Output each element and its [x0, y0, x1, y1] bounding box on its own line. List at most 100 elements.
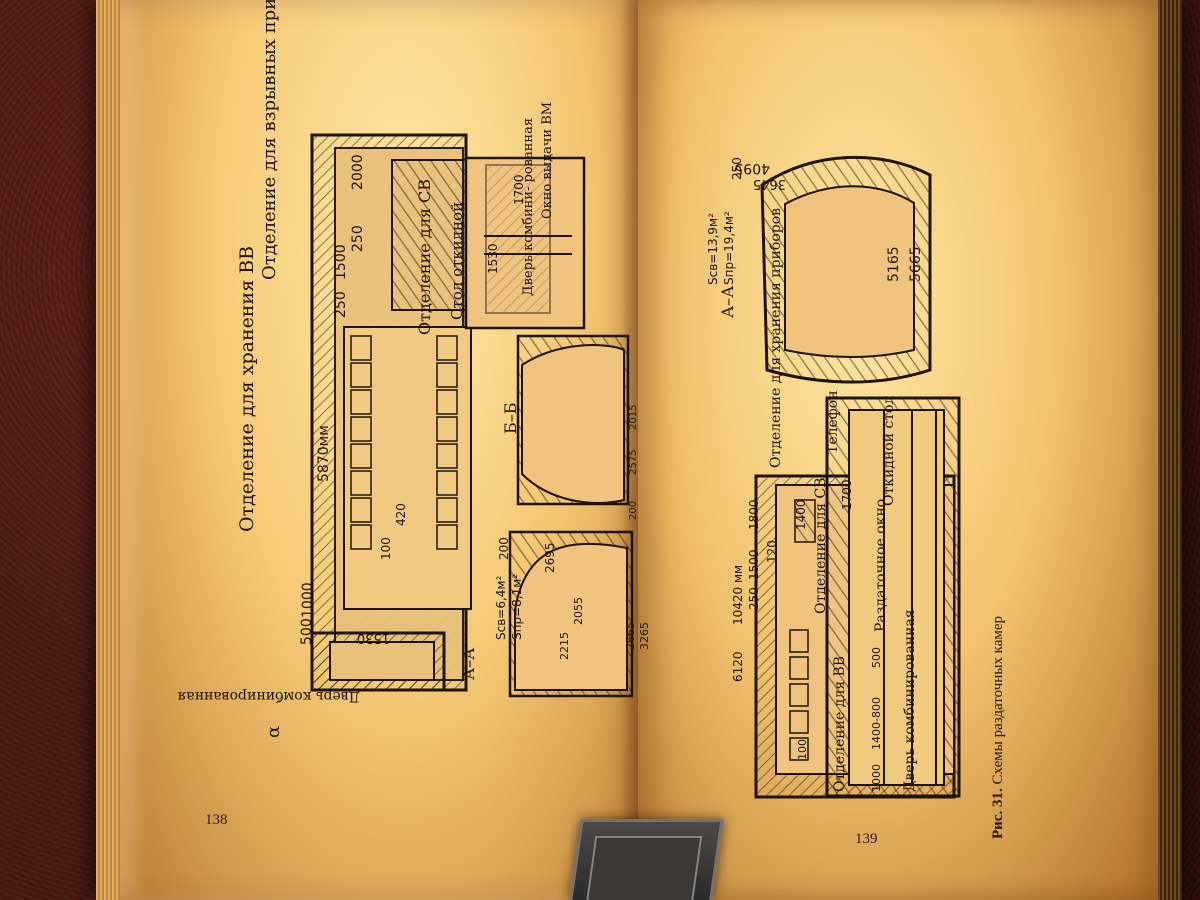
left-plan-drawing	[310, 133, 634, 698]
right-dimension: 1000	[870, 764, 883, 792]
right-dim-5165-group: 5165	[886, 246, 902, 282]
left-combined-door-lower: Дверь комбинированная	[177, 688, 360, 704]
left-dimension: 3265	[638, 622, 651, 650]
dark-stand-object	[569, 819, 724, 900]
left-dim-3265-group: 3265	[638, 622, 651, 650]
left-dimension: 1530	[486, 243, 500, 274]
left-marker-a: α	[263, 726, 284, 738]
right-plan-drawing	[754, 155, 961, 799]
left-dim-2665-group: 2665	[624, 622, 637, 650]
right-dimension: 3645	[753, 176, 786, 191]
right-device-store-group: Отделение для хранения приборов	[768, 208, 784, 468]
left-dimension: 2000	[350, 154, 366, 190]
right-section-aa: А–А	[718, 286, 737, 318]
right-area-sv: Sсв=13,9м²	[706, 213, 720, 285]
dark-stand-frame	[586, 836, 703, 900]
left-fold-table: Стол откидной	[448, 202, 466, 320]
right-dim-5665-group: 5665	[908, 246, 924, 282]
left-area-sv: Sсв=6,4м²	[494, 576, 508, 640]
left-storage-rows	[350, 335, 458, 550]
right-issue-window: Раздаточное окно	[873, 499, 889, 632]
right-folding-table-group: Откидной стол	[881, 396, 897, 506]
left-dimension: 1000	[300, 582, 316, 618]
right-dim-250-group: 250	[730, 157, 744, 180]
left-section-bb: Б–Б	[501, 402, 520, 434]
right-dim-120-group: 120	[765, 540, 779, 563]
right-dim-1400-group: 1400	[794, 499, 808, 530]
left-dimension: 250	[350, 225, 366, 252]
right-sv-compartment: Отделение для СВ	[813, 478, 829, 615]
right-telephone-group: Телефон	[825, 390, 841, 454]
right-dimension: 1500	[747, 549, 761, 580]
right-dim-4095-group: 4095	[734, 160, 770, 176]
left-door-upper-group: Дверь комбини- рованная	[521, 118, 536, 296]
left-dim-250a-group: 250	[350, 225, 366, 252]
right-area-pr-group: Sпр=19,4м²	[722, 211, 736, 285]
right-combined-door: Дверь комбинированная	[902, 609, 918, 792]
right-dimension: 250	[730, 157, 744, 180]
left-window-label: Окно выдачи ВМ	[540, 102, 555, 219]
right-dimension: 1700	[840, 479, 854, 510]
left-dimension: 100	[379, 537, 393, 560]
left-section-bb-group: Б–Б	[501, 402, 520, 434]
left-dim-2215-group: 2215	[558, 632, 571, 660]
right-device-store: Отделение для хранения приборов	[768, 208, 784, 468]
right-dim-500-group: 500	[870, 647, 883, 668]
right-dimension: 1800	[747, 499, 761, 530]
left-dimension: 200	[497, 537, 511, 560]
left-dim-100-group: 100	[379, 537, 393, 560]
right-dimension: 500	[870, 647, 883, 668]
left-dimension: 200	[628, 501, 639, 520]
left-sv-compartment: Отделение для СВ	[415, 179, 434, 335]
left-window-label-group: Окно выдачи ВМ	[540, 102, 555, 219]
left-dim-1530-group: 1530	[357, 630, 390, 645]
left-dim-2055-group: 2055	[572, 597, 585, 625]
right-dim-6120-group: 6120	[731, 651, 745, 682]
left-dimension: 2695	[543, 542, 557, 573]
left-dim-2015-group: 2015	[628, 405, 639, 430]
left-dim-1700-group: 1700	[512, 174, 526, 205]
right-page-stack	[1158, 0, 1182, 900]
right-dimension: 4095	[734, 160, 770, 176]
figure-caption-text: Схемы раздаточных камер	[990, 615, 1006, 785]
right-dim-250b-group: 250	[747, 587, 761, 610]
left-dimension: 2665	[624, 622, 637, 650]
left-area-pr-group: Sпр=8,1м²	[510, 574, 524, 640]
left-device-title-group: Отделение для взрывных приборов, проводо…	[259, 0, 280, 280]
right-vv-compartment: Отделение для ВВ	[832, 656, 848, 792]
left-device-title: Отделение для взрывных приборов, проводо…	[259, 0, 280, 280]
left-section-aa: А–А	[459, 648, 478, 680]
right-dim-3645-group: 3645	[753, 176, 786, 191]
left-dimension: 2215	[558, 632, 571, 660]
left-area-pr: Sпр=8,1м²	[510, 574, 524, 640]
right-dimension: 1400-800	[870, 697, 883, 750]
left-store-title-group: Отделение для хранения ВВ	[236, 246, 258, 532]
right-vv-compartment-group: Отделение для ВВ	[832, 656, 848, 792]
right-telephone: Телефон	[825, 390, 841, 454]
right-dim-1800-group: 1800	[747, 499, 761, 530]
right-dimension: 120	[765, 540, 779, 563]
left-combined-door-upper: Дверь комбини- рованная	[521, 118, 536, 296]
left-dim-1000-group: 1000	[300, 582, 316, 618]
left-dimension: 1500	[333, 244, 349, 280]
right-section-aa-group: А–А	[718, 286, 737, 318]
left-dim-250b-group: 250	[333, 291, 349, 318]
right-dim-1500-group: 1500	[747, 549, 761, 580]
figure-caption: Рис. 31. Схемы раздаточных камер	[990, 616, 1007, 839]
right-dimension: 5165	[886, 246, 902, 282]
right-dim-1400-800-group: 1400-800	[870, 697, 883, 750]
right-area-sv-group: Sсв=13,9м²	[706, 213, 720, 285]
right-folding-table: Откидной стол	[881, 396, 897, 506]
right-dimension: 6120	[731, 651, 745, 682]
right-dimension: 10420 мм	[731, 565, 745, 625]
left-dimension: 1700	[512, 174, 526, 205]
left-dimension: 2015	[628, 405, 639, 430]
left-door-lower-group: Дверь комбинированная	[177, 688, 360, 704]
left-dim-5870-group: 5870мм	[316, 425, 332, 482]
left-page-number: 138	[205, 812, 228, 828]
left-area-sv-group: Sсв=6,4м²	[494, 576, 508, 640]
left-marker-group: α	[263, 726, 284, 738]
left-dim-420-group: 420	[394, 503, 408, 526]
right-dimension: 1400	[794, 499, 808, 530]
